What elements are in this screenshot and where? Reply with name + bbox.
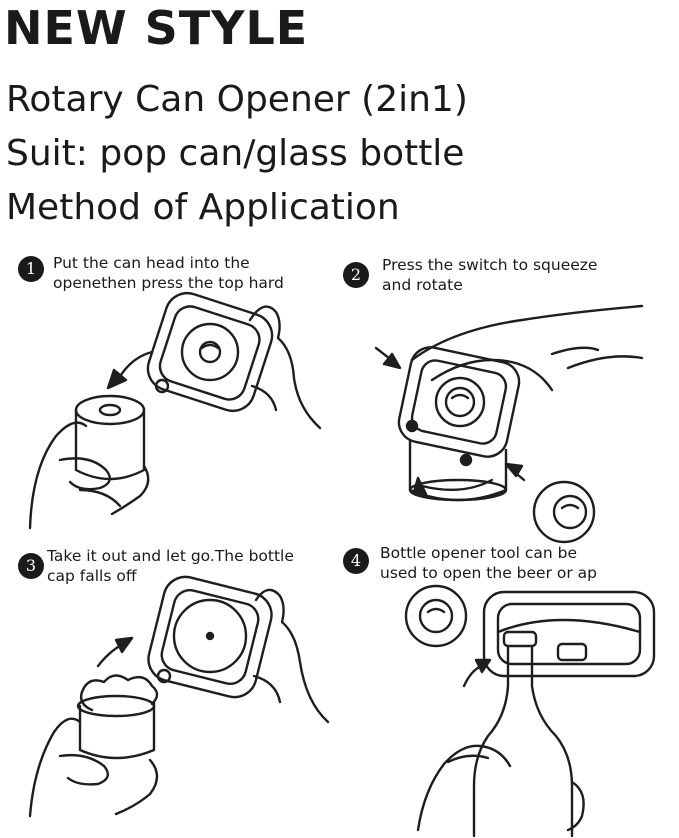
step-4-text-line2: used to open the beer or ap	[380, 564, 597, 582]
can-opener-icon	[482, 590, 656, 678]
step-2-number: 2	[343, 262, 369, 288]
hand-icon	[252, 588, 330, 724]
step-2-text-line1: Press the switch to squeeze	[382, 256, 598, 274]
up-arrow-icon	[462, 658, 492, 688]
press-arrow-icon	[374, 346, 402, 370]
step-1-number: 1	[18, 256, 44, 282]
method-heading: Method of Application	[6, 187, 400, 228]
step-2-text-line2: and rotate	[382, 276, 463, 294]
hand-icon	[410, 304, 644, 392]
step-4-text-line1: Bottle opener tool can be	[380, 544, 577, 562]
press-arrow-icon	[504, 462, 526, 482]
step-4-number: 4	[343, 548, 369, 574]
hand-icon	[248, 305, 322, 430]
step-4-illustration	[404, 584, 656, 838]
detail-zoom-icon	[404, 584, 468, 648]
down-arrow-icon	[106, 350, 154, 390]
step-3-number: 3	[18, 553, 44, 579]
bottle-icon	[472, 630, 574, 838]
can-opener-icon	[397, 346, 521, 467]
hand-icon	[28, 421, 150, 530]
can-icon	[74, 394, 146, 481]
step-1-text-line1: Put the can head into the	[53, 254, 250, 272]
step-1-illustration	[28, 291, 322, 530]
step-3-text-line1: Take it out and let go.The bottle	[47, 547, 294, 565]
product-name: Rotary Can Opener (2in1)	[6, 79, 468, 120]
hand-icon	[416, 744, 585, 832]
hand-icon	[28, 717, 159, 818]
step-3-text-line2: cap falls off	[47, 567, 137, 585]
step-2-illustration	[374, 304, 644, 544]
can-icon	[76, 674, 159, 760]
rotate-arrow-icon	[412, 476, 494, 496]
step-1-text-line2: openethen press the top hard	[53, 274, 284, 292]
up-arrow-icon	[96, 636, 134, 668]
page-title: NEW STYLE	[4, 1, 309, 55]
step-3-illustration	[28, 575, 330, 818]
can-opener-icon	[147, 575, 273, 699]
can-opener-icon	[146, 291, 274, 413]
detail-zoom-icon	[532, 480, 596, 544]
suitability-line: Suit: pop can/glass bottle	[6, 133, 465, 174]
